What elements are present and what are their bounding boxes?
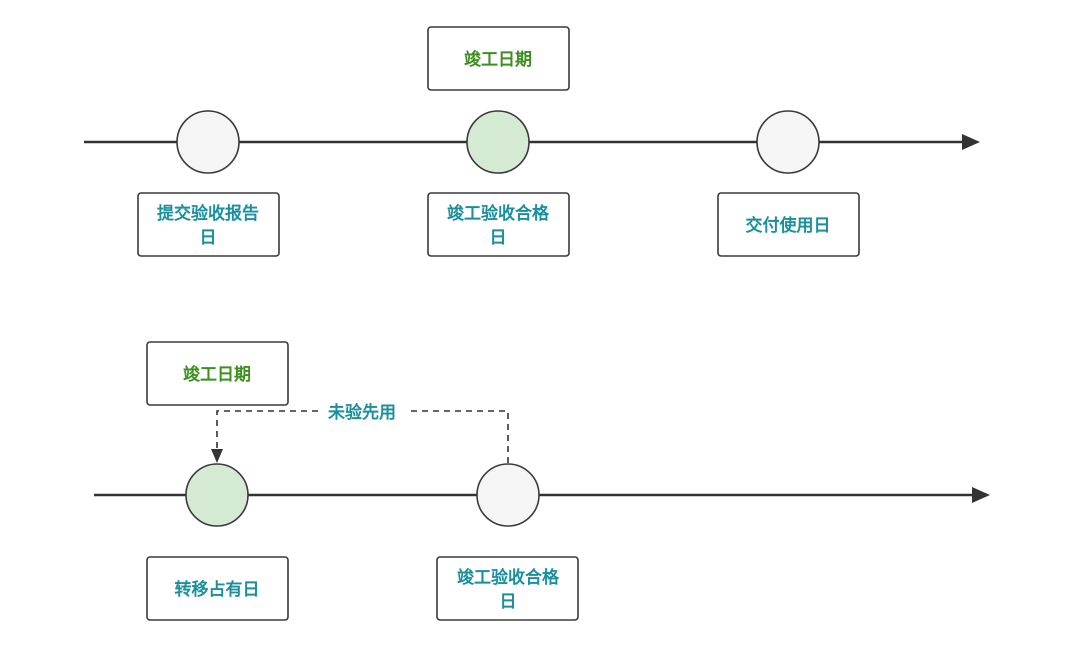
top-event-box-acceptance-passed: 竣工验收合格 日 [427,192,570,257]
timeline-bottom-arrow-icon [972,487,990,503]
dashed-connector [216,410,509,463]
top-event-box-submit-report: 提交验收报告 日 [137,192,280,257]
event-label-line: 提交验收报告 [157,203,259,224]
top-node-acceptance-passed [466,110,530,174]
top-node-handover [756,110,820,174]
top-date-label: 竣工日期 [464,49,532,70]
event-label-line: 交付使用日 [746,215,831,236]
event-label-line: 日 [490,228,507,248]
event-label-line: 竣工验收合格 [457,567,560,588]
bottom-node-acceptance-passed [476,463,540,527]
timeline-top-arrow-icon [962,134,980,150]
timeline-top: 竣工日期 提交验收报告 日 竣工验收合格 日 交付使用日 [84,26,980,257]
dashed-connector-label: 未验先用 [327,402,396,423]
top-node-submit-report [176,110,240,174]
top-event-box-handover: 交付使用日 [717,192,860,257]
bottom-node-possession-transfer [185,463,249,527]
bottom-event-box-acceptance-passed: 竣工验收合格 日 [436,556,579,621]
event-label-line: 日 [200,228,217,248]
top-date-box: 竣工日期 [427,26,570,91]
bottom-date-label: 竣工日期 [183,364,251,385]
bottom-event-box-possession-transfer: 转移占有日 [146,556,289,621]
timeline-bottom: 竣工日期 未验先用 转移占有日 竣工验收合格 日 [94,341,990,621]
event-label-line: 竣工验收合格 [447,203,550,224]
event-label-line: 转移占有日 [175,579,260,600]
bottom-date-box: 竣工日期 [146,341,289,406]
event-label-line: 日 [500,592,517,612]
dashed-arrow-icon [211,449,223,463]
